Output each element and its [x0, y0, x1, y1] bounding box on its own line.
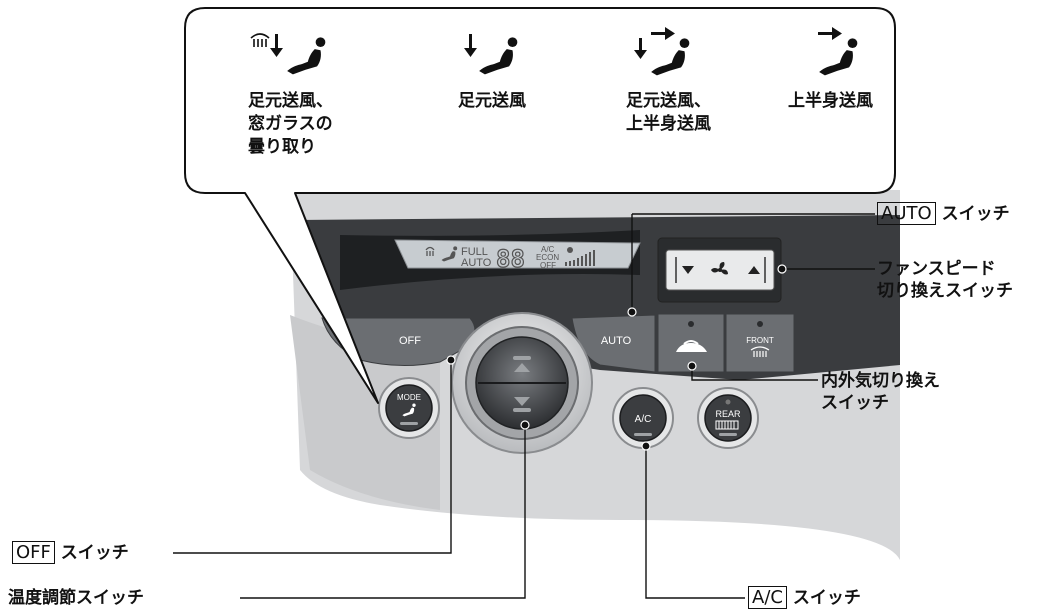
rear-defrost-icon — [715, 420, 739, 430]
off-button-label: OFF — [399, 335, 421, 347]
caption-line: 足元送風、 — [248, 91, 333, 111]
seated-person-icon — [479, 37, 518, 75]
fan-up-arrow-icon[interactable] — [748, 266, 760, 274]
recirc-line2: スイッチ — [821, 393, 889, 413]
floor-face-mode-icon — [632, 26, 698, 80]
display-econ: ECON — [536, 253, 559, 262]
front-button-label: FRONT — [746, 336, 774, 345]
auto-switch-label: AUTO スイッチ — [877, 202, 1010, 225]
fan-speed-switch-label: ファンスピード 切り換えスイッチ — [877, 258, 1013, 302]
floor-defrost-mode-icon — [248, 28, 338, 80]
ac-button-label: A/C — [635, 414, 652, 425]
ac-suffix: スイッチ — [792, 588, 861, 608]
off-button[interactable]: OFF — [321, 317, 476, 367]
right-arrow-icon — [651, 27, 675, 40]
caption-line: 窓ガラスの — [248, 114, 333, 134]
display-fan-level-bars — [565, 250, 595, 266]
auto-key-box: AUTO — [877, 202, 936, 225]
off-switch-label: OFF スイッチ — [12, 541, 129, 564]
ac-key-box: A/C — [748, 586, 787, 609]
recirculation-icon — [676, 340, 707, 352]
rear-button-label: REAR — [715, 409, 741, 419]
down-arrow-icon — [634, 38, 647, 59]
seated-person-icon — [651, 38, 690, 76]
floor-mode-icon — [462, 28, 526, 80]
front-defrost-icon — [750, 346, 770, 357]
display-auto: AUTO — [461, 257, 492, 269]
fan-icon — [711, 262, 728, 275]
leader-dots — [446, 264, 787, 451]
off-key-box: OFF — [12, 541, 55, 564]
mode-button[interactable]: MODE — [378, 377, 440, 439]
caption-line: 足元送風、 — [626, 91, 711, 111]
seated-person-icon — [819, 38, 858, 76]
off-suffix: スイッチ — [60, 543, 129, 563]
ac-switch-label: A/C スイッチ — [748, 586, 861, 609]
recirculation-switch-label: 内外気切り換え スイッチ — [821, 370, 940, 414]
lcd-display: FULL AUTO 88 A/C ECON OFF — [394, 239, 641, 274]
display-off: OFF — [540, 261, 556, 270]
defrost-icon — [250, 33, 270, 47]
caption-line: 曇り取り — [248, 137, 316, 157]
floor-defrost-caption: 足元送風、 窓ガラスの 曇り取り — [248, 90, 333, 159]
display-ac: A/C — [541, 245, 555, 254]
right-arrow-icon — [818, 27, 842, 40]
down-arrow-icon — [270, 34, 283, 57]
temperature-switch-label: 温度調節スイッチ — [8, 587, 144, 609]
temp-text: 温度調節スイッチ — [8, 588, 144, 608]
mode-button-label: MODE — [397, 393, 421, 402]
caption-line: 上半身送風 — [788, 91, 873, 111]
leader-lines — [173, 213, 875, 599]
face-mode-icon — [812, 26, 870, 80]
caption-line: 上半身送風 — [626, 114, 711, 134]
fan-speed-switch[interactable] — [657, 237, 782, 303]
seated-person-icon — [287, 37, 326, 75]
rear-defrost-button[interactable]: REAR — [697, 387, 759, 449]
temperature-switch[interactable] — [451, 312, 593, 454]
mode-callout-bubble — [184, 7, 896, 404]
floor-face-caption: 足元送風、 上半身送風 — [626, 90, 711, 136]
ac-button[interactable]: A/C — [612, 387, 674, 449]
fan-speed-line1: ファンスピード — [877, 259, 996, 279]
display-fan-icon — [567, 247, 573, 253]
caption-line: 足元送風 — [458, 91, 526, 111]
auto-button-label: AUTO — [601, 335, 632, 347]
auto-suffix: スイッチ — [941, 204, 1010, 224]
display-digits: 88 — [496, 245, 525, 273]
fan-down-arrow-icon[interactable] — [682, 266, 694, 274]
temp-down-arrow-icon[interactable] — [514, 397, 530, 406]
face-caption: 上半身送風 — [788, 90, 873, 113]
floor-caption: 足元送風 — [458, 90, 526, 113]
temp-up-arrow-icon[interactable] — [514, 363, 530, 372]
fan-speed-line2: 切り換えスイッチ — [877, 281, 1013, 301]
display-defrost-icon — [425, 246, 435, 256]
auto-button[interactable]: AUTO — [571, 314, 656, 373]
display-full: FULL — [461, 246, 488, 258]
down-arrow-icon — [464, 34, 477, 57]
recirc-line1: 内外気切り換え — [821, 371, 940, 391]
front-defrost-button[interactable]: FRONT — [725, 313, 795, 373]
